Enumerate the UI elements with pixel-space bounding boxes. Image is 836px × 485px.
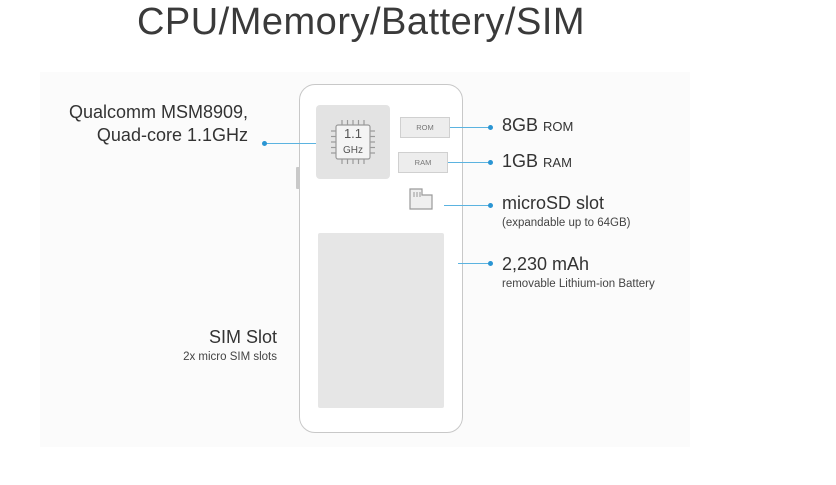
ram-chip: RAM: [398, 152, 448, 173]
ram-label: 1GB RAM: [502, 150, 572, 174]
ram-label-value: 1GB: [502, 151, 539, 171]
cpu-label-line2: Quad-core 1.1GHz: [96, 125, 248, 145]
ram-connector-line: [448, 162, 490, 163]
cpu-connector-line: [266, 143, 316, 144]
sd-connector-dot: [488, 203, 493, 208]
sd-connector-line: [444, 205, 490, 206]
battery-label-sub: removable Lithium-ion Battery: [502, 278, 655, 290]
cpu-label-line1: Qualcomm MSM8909,: [68, 102, 248, 122]
rom-label: 8GB ROM: [502, 114, 573, 138]
cpu-speed-unit: GHz: [343, 145, 363, 156]
microsd-card-icon: [409, 188, 433, 210]
sim-label-sub: 2x micro SIM slots: [183, 351, 277, 363]
rom-connector-line: [450, 127, 490, 128]
rom-connector-dot: [488, 125, 493, 130]
ram-label-unit: RAM: [543, 155, 572, 170]
battery-area: [318, 233, 444, 408]
cpu-connector-dot: [262, 141, 267, 146]
rom-chip: ROM: [400, 117, 450, 138]
sd-label-sub: (expandable up to 64GB): [502, 217, 631, 229]
battery-connector-line: [458, 263, 490, 264]
cpu-chip-icon: [331, 120, 375, 164]
rom-label-value: 8GB: [502, 115, 539, 135]
battery-connector-dot: [488, 261, 493, 266]
page-title: CPU/Memory/Battery/SIM: [136, 1, 586, 43]
battery-label-title: 2,230 mAh: [502, 254, 590, 274]
rom-label-unit: ROM: [543, 119, 574, 134]
sim-label-title: SIM Slot: [208, 327, 277, 347]
phone-side-button: [296, 167, 300, 189]
cpu-speed-value: 1.1: [343, 126, 363, 141]
sd-label-title: microSD slot: [502, 193, 605, 213]
ram-connector-dot: [488, 160, 493, 165]
